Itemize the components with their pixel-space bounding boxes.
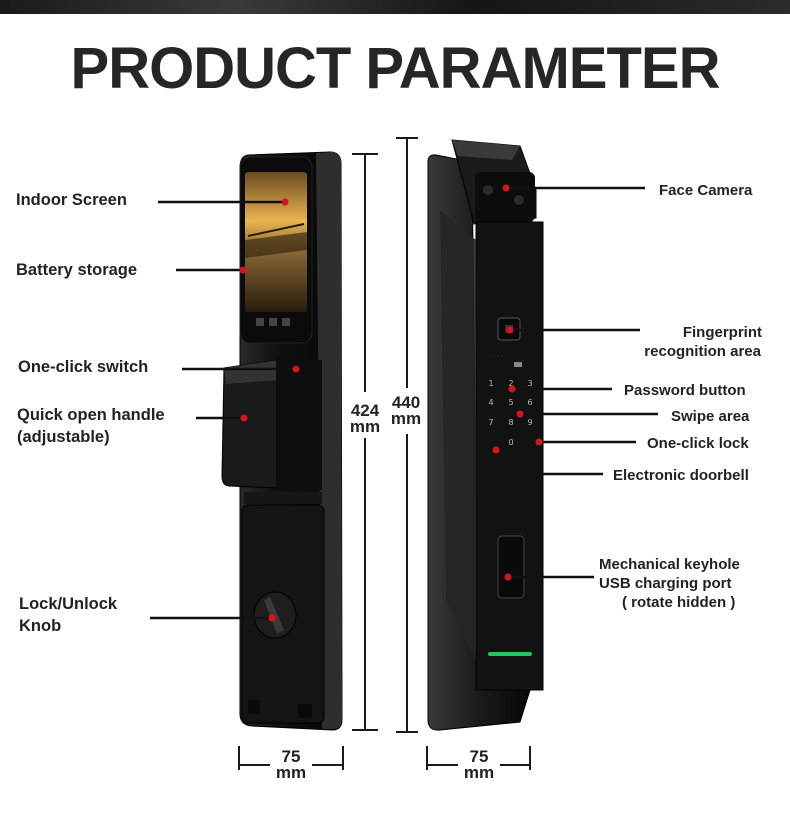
status-led — [488, 652, 532, 656]
top-photo-strip — [0, 0, 790, 14]
label-swipe-area: Swipe area — [671, 408, 750, 425]
label-knob: Knob — [19, 617, 62, 635]
label-lock-unlock: Lock/Unlock — [19, 595, 118, 613]
keypad-digit[interactable]: 2 — [508, 379, 513, 388]
dim-height-outer: 440 mm — [386, 393, 426, 428]
keypad-digit[interactable]: 3 — [527, 379, 532, 388]
label-keyhole-1: Mechanical keyhole — [599, 556, 740, 573]
keypad-digit[interactable]: 1 — [488, 379, 493, 388]
dim-height-outer-value: 440 — [391, 393, 421, 412]
label-fingerprint-1: Fingerprint — [682, 324, 762, 341]
label-one-click-lock: One-click lock — [647, 435, 749, 452]
page-title: PRODUCT PARAMETER — [70, 36, 721, 101]
dim-height-outer-unit: mm — [390, 409, 422, 428]
screen-button-icon — [256, 318, 264, 326]
screen-button-icon — [269, 318, 277, 326]
keypad-digit[interactable]: 9 — [527, 418, 532, 427]
marker-dots — [239, 184, 543, 622]
label-quick-open-handle: Quick open handle — [17, 406, 165, 424]
dim-width-outdoor: 75 mm — [455, 747, 503, 782]
label-indoor-screen: Indoor Screen — [16, 191, 127, 209]
label-one-click-switch: One-click switch — [18, 358, 149, 376]
dim-width-outdoor-unit: mm — [463, 763, 495, 782]
dim-height-inner: 424 mm — [345, 401, 385, 436]
dim-height-inner-unit: mm — [349, 417, 381, 436]
svg-text:◦ ◦ ◦ ◦ ◦: ◦ ◦ ◦ ◦ ◦ — [490, 353, 507, 358]
dim-width-outdoor-value: 75 — [469, 747, 489, 766]
label-adjustable: (adjustable) — [17, 428, 110, 446]
leader-lines — [150, 186, 658, 620]
label-password-button: Password button — [624, 382, 746, 399]
keypad-digit[interactable]: 6 — [527, 398, 532, 407]
dimension-lines — [238, 137, 531, 770]
label-battery-storage: Battery storage — [16, 261, 138, 279]
keypad-digit[interactable]: 4 — [488, 398, 493, 407]
outdoor-unit: ◦ ◦ ◦ ◦ ◦ — [427, 139, 544, 731]
keypad-digit[interactable]: 5 — [508, 398, 513, 407]
indoor-unit — [221, 151, 343, 731]
dim-width-indoor-value: 75 — [281, 747, 301, 766]
dim-width-indoor-unit: mm — [275, 763, 307, 782]
keypad-digit[interactable]: 0 — [508, 438, 513, 447]
label-keyhole-3: ( rotate hidden ) — [622, 594, 736, 611]
screen-button-icon — [282, 318, 290, 326]
keypad: 1 2 3 4 5 6 7 8 9 0 — [488, 379, 532, 447]
label-electronic-doorbell: Electronic doorbell — [613, 467, 749, 484]
dim-width-indoor: 75 mm — [267, 747, 315, 782]
label-face-camera: Face Camera — [659, 182, 753, 199]
keypad-digit[interactable]: 7 — [488, 418, 493, 427]
keypad-digit[interactable]: 8 — [508, 418, 513, 427]
label-keyhole-2: USB charging port — [599, 575, 732, 592]
label-fingerprint-2: recognition area — [644, 343, 761, 360]
dim-height-inner-value: 424 — [350, 401, 380, 420]
